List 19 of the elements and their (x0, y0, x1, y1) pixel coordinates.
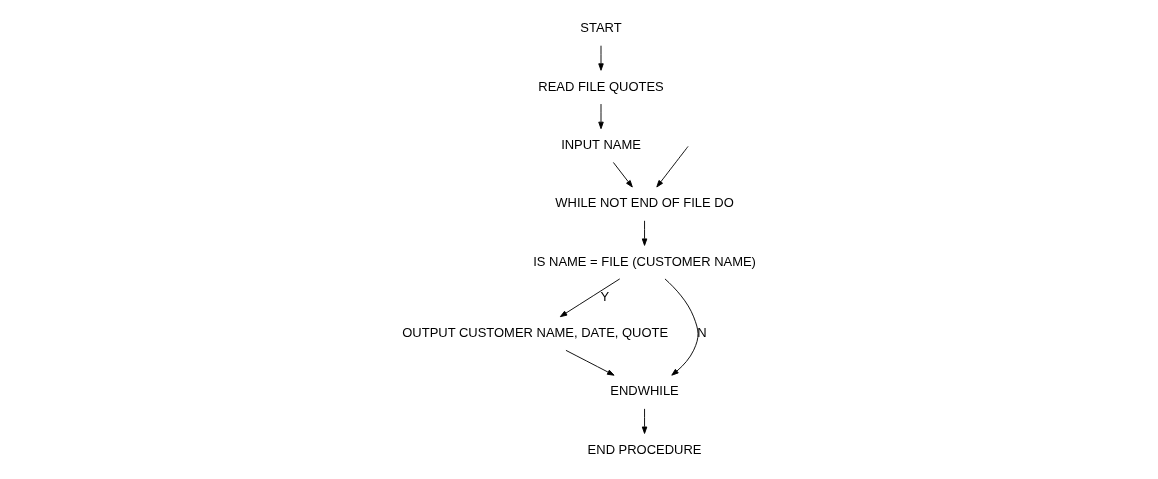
node-text: END PROCEDURE (587, 441, 702, 457)
node-text: IS NAME = FILE (CUSTOMER NAME) (533, 253, 756, 269)
arrow (641, 408, 648, 434)
node-text: ENDWHILE (610, 383, 679, 399)
node-text: WHILE NOT END OF FILE DO (555, 195, 734, 211)
arrow (612, 161, 633, 188)
arrow (559, 278, 621, 318)
arrow (664, 278, 699, 376)
arrow (656, 145, 689, 188)
arrow (565, 349, 615, 376)
node-text: INPUT NAME (561, 136, 641, 152)
node-text: READ FILE QUOTES (538, 78, 664, 94)
node-text: START (580, 20, 622, 36)
arrow (598, 45, 604, 71)
arrow (598, 103, 604, 130)
arrow (641, 220, 648, 246)
edge-label: N (697, 324, 707, 340)
edge-label: Y (600, 289, 610, 305)
node-text: OUTPUT CUSTOMER NAME, DATE, QUOTE (402, 324, 669, 340)
